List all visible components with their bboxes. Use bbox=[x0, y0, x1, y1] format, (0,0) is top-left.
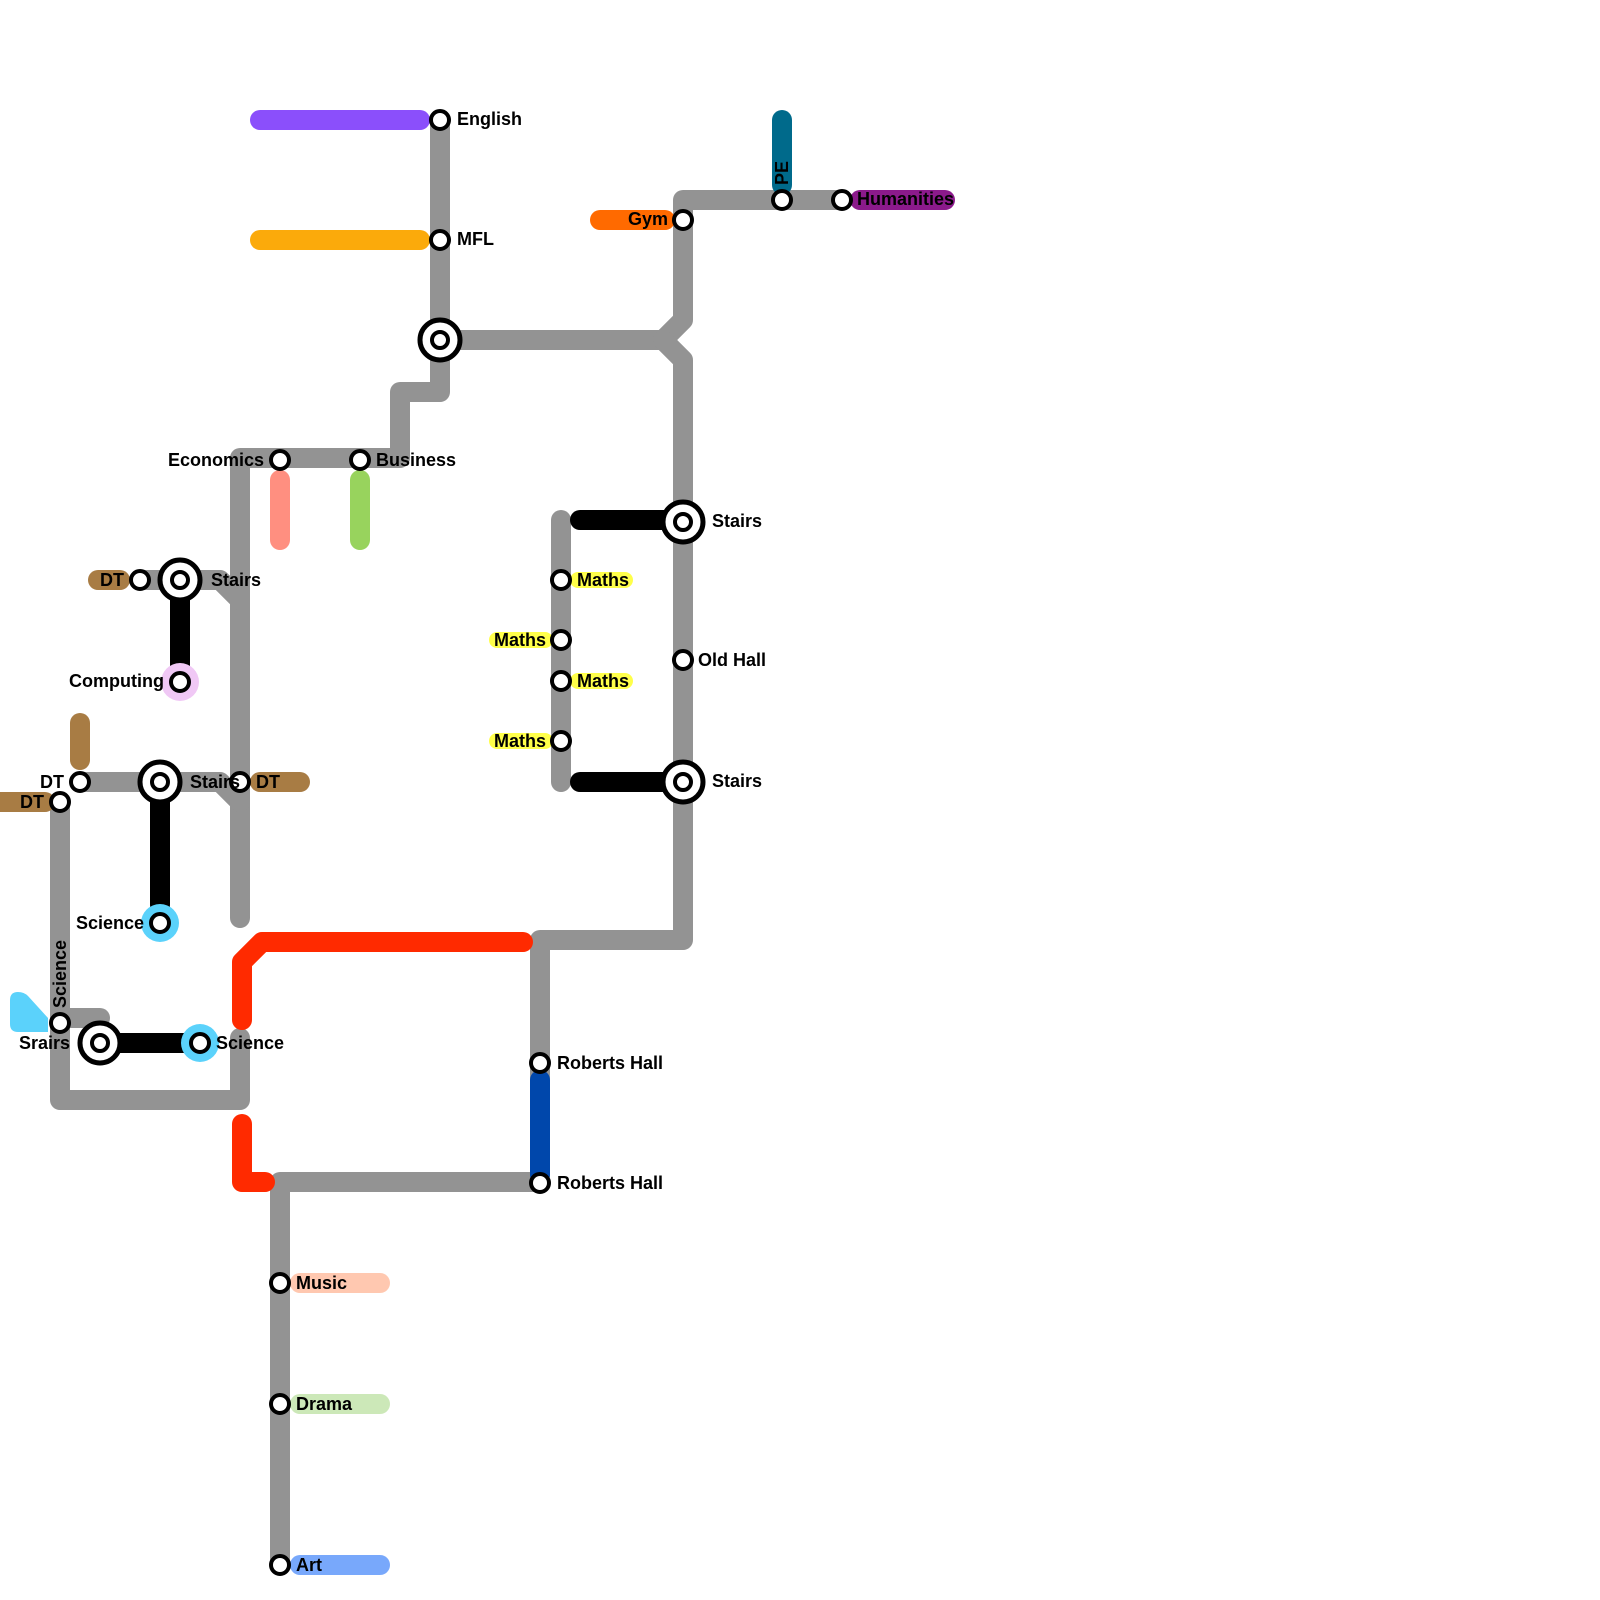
station-dt-top[interactable] bbox=[129, 569, 151, 591]
station-english[interactable] bbox=[429, 109, 451, 131]
stations bbox=[49, 109, 853, 1576]
red-link-lower bbox=[232, 1114, 275, 1192]
station-economics[interactable] bbox=[269, 449, 291, 471]
station-business[interactable] bbox=[349, 449, 371, 471]
corridor-lower bbox=[270, 1172, 550, 1575]
red-link-upper bbox=[232, 932, 533, 1030]
corridor-upper-right bbox=[430, 190, 850, 350]
label-economics: Economics bbox=[168, 450, 264, 470]
label-music: Music bbox=[296, 1273, 347, 1293]
label-science-mid: Science bbox=[76, 913, 144, 933]
label-maths-4: Maths bbox=[494, 731, 546, 751]
station-gym[interactable] bbox=[672, 209, 694, 231]
station-mfl[interactable] bbox=[429, 229, 451, 251]
label-dt-right: DT bbox=[256, 772, 280, 792]
label-stairs-right-top: Stairs bbox=[712, 511, 762, 531]
station-art[interactable] bbox=[269, 1554, 291, 1576]
station-science-mid[interactable] bbox=[149, 912, 171, 934]
label-srairs: Srairs bbox=[19, 1033, 70, 1053]
label-roberts-hall-1: Roberts Hall bbox=[557, 1053, 663, 1073]
label-old-hall: Old Hall bbox=[698, 650, 766, 670]
label-maths-1: Maths bbox=[577, 570, 629, 590]
station-maths-4[interactable] bbox=[550, 730, 572, 752]
corridor-left-loop bbox=[50, 792, 250, 1110]
label-english: English bbox=[457, 109, 522, 129]
interchange-stairs-right-top[interactable] bbox=[660, 499, 706, 545]
department-lines bbox=[0, 110, 955, 1575]
interchange-srairs[interactable] bbox=[77, 1020, 123, 1066]
station-science-vertical[interactable] bbox=[49, 1012, 71, 1034]
corridor-stairs-mid-left bbox=[70, 772, 250, 812]
station-maths-3[interactable] bbox=[550, 670, 572, 692]
label-maths-2: Maths bbox=[494, 630, 546, 650]
station-computing[interactable] bbox=[169, 671, 191, 693]
station-roberts-hall-2[interactable] bbox=[529, 1172, 551, 1194]
label-dt-top: DT bbox=[100, 570, 124, 590]
maths-highlights bbox=[489, 572, 633, 749]
label-art: Art bbox=[296, 1555, 322, 1575]
station-drama[interactable] bbox=[269, 1393, 291, 1415]
station-music[interactable] bbox=[269, 1272, 291, 1294]
label-stairs-right-bottom: Stairs bbox=[712, 771, 762, 791]
label-gym: Gym bbox=[628, 209, 668, 229]
station-pe[interactable] bbox=[771, 189, 793, 211]
label-roberts-hall-2: Roberts Hall bbox=[557, 1173, 663, 1193]
interchanges bbox=[77, 317, 706, 1066]
station-dt-left[interactable] bbox=[49, 791, 71, 813]
label-business: Business bbox=[376, 450, 456, 470]
interchange-upper-hub[interactable] bbox=[417, 317, 463, 363]
station-science-bottom[interactable] bbox=[189, 1032, 211, 1054]
label-dt-left: DT bbox=[20, 792, 44, 812]
label-pe: PE bbox=[772, 161, 792, 185]
interchange-stairs-mid-left[interactable] bbox=[137, 759, 183, 805]
station-dt-right[interactable] bbox=[229, 771, 251, 793]
label-maths-3: Maths bbox=[577, 671, 629, 691]
station-maths-2[interactable] bbox=[550, 629, 572, 651]
station-dt-mid[interactable] bbox=[69, 771, 91, 793]
station-old-hall[interactable] bbox=[672, 649, 694, 671]
interchange-stairs-right-bottom[interactable] bbox=[660, 759, 706, 805]
label-humanities: Humanities bbox=[857, 189, 954, 209]
label-drama: Drama bbox=[296, 1394, 353, 1414]
label-mfl: MFL bbox=[457, 229, 494, 249]
station-humanities[interactable] bbox=[831, 189, 853, 211]
corridor-spine-right bbox=[530, 330, 693, 1185]
label-science-vertical: Science bbox=[50, 940, 70, 1008]
interchange-stairs-upper-left[interactable] bbox=[157, 557, 203, 603]
science-side-stub bbox=[10, 992, 48, 1032]
label-science-bottom: Science bbox=[216, 1033, 284, 1053]
station-maths-1[interactable] bbox=[550, 569, 572, 591]
label-stairs-mid-left: Stairs bbox=[190, 772, 240, 792]
label-computing: Computing bbox=[69, 671, 164, 691]
corridors bbox=[50, 110, 850, 1575]
labels: English MFL Gym PE Humanities Economics … bbox=[19, 109, 954, 1575]
label-stairs-upper-left: Stairs bbox=[211, 570, 261, 590]
station-roberts-hall-1[interactable] bbox=[529, 1052, 551, 1074]
label-dt-mid: DT bbox=[40, 772, 64, 792]
